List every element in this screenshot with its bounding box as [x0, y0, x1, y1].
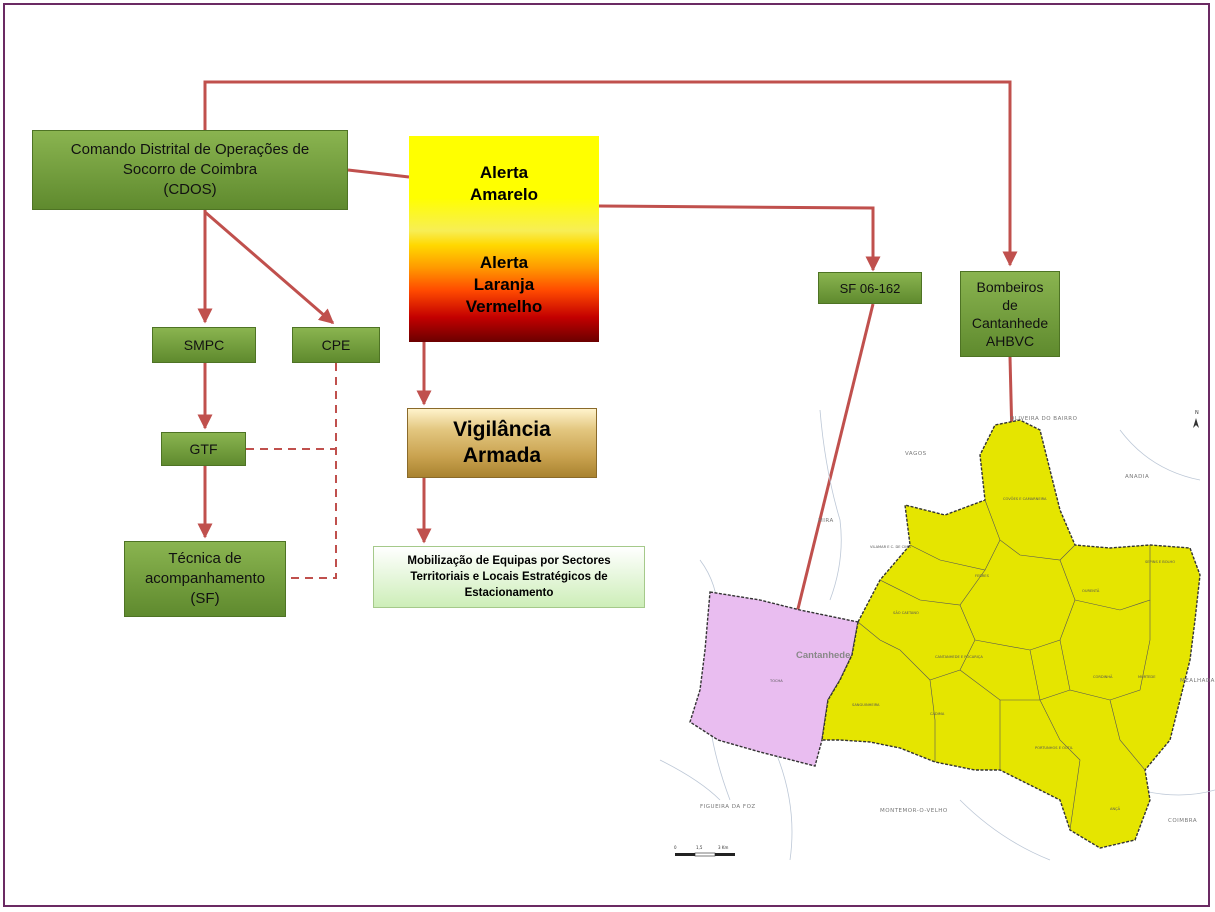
cdos-node: Comando Distrital de Operações de Socorr… [32, 130, 348, 210]
label-anadia: ANADIA [1125, 474, 1149, 480]
label-portunhos: PORTUNHOS E OUTIL [1035, 746, 1073, 750]
label-febres: FEBRES [975, 574, 990, 578]
label-cadima: CADIMA [930, 712, 945, 716]
parish-borders [857, 499, 1151, 831]
label-vagos: VAGOS [905, 451, 927, 457]
scale-tick-0: 0 [674, 845, 677, 850]
label-figueira-da-foz: FIGUEIRA DA FOZ [700, 804, 756, 810]
label-tocha: TOCHA [769, 679, 783, 683]
mobilizacao-node: Mobilização de Equipas por Sectores Terr… [373, 546, 645, 608]
label-oliveira-do-bairro: OLIVEIRA DO BAIRRO [1010, 416, 1078, 422]
scale-bar: 0 1,5 3 Km [674, 845, 735, 857]
north-arrow-icon [1193, 418, 1199, 428]
bombeiros-node: Bombeiros de Cantanhede AHBVC [960, 271, 1060, 357]
scale-tick-2: 3 Km [718, 845, 728, 850]
label-anca: ANÇÃ [1110, 806, 1121, 811]
tecnica-node: Técnica de acompanhamento (SF) [124, 541, 286, 617]
smpc-node: SMPC [152, 327, 256, 363]
label-ourenta: OURENTÃ [1082, 588, 1100, 593]
connector-cdos-alerta [347, 168, 410, 179]
scale-tick-1: 1,5 [696, 845, 703, 850]
label-covoes: COVÕES E CAMARNEIRA [1003, 496, 1047, 501]
connector-alerta-sf [598, 204, 881, 272]
sf-node: SF 06-162 [818, 272, 922, 304]
dashed-cpe-link [288, 363, 337, 579]
alert-panel: Alerta Amarelo Alerta Laranja Vermelho [409, 136, 599, 342]
connector-cdos-cpe [204, 210, 335, 325]
label-montemor-o-velho: MONTEMOR-O-VELHO [880, 808, 948, 814]
label-cordinha: CORDINHÃ [1093, 674, 1113, 679]
connector-cdos-bombeiros [203, 80, 1018, 267]
label-cantanhede-town: Cantanhede [796, 650, 850, 661]
alert-orange-red-label: Alerta Laranja Vermelho [465, 253, 543, 316]
page-frame [3, 3, 1210, 907]
north-label: N [1195, 410, 1199, 416]
municipality-map: OLIVEIRA DO BAIRRO VAGOS ANADIA MIRA MEA… [659, 409, 1215, 861]
label-sepins: SEPINS E BOLHO [1145, 560, 1175, 564]
gtf-node: GTF [161, 432, 246, 466]
label-sao-caetano: SÃO CAETANO [893, 610, 919, 615]
cpe-node: CPE [292, 327, 380, 363]
alert-yellow-label: Alerta Amarelo [469, 163, 539, 204]
label-murtede: MURTEDE [1138, 675, 1156, 679]
vigilancia-node: Vigilância Armada [407, 408, 597, 478]
label-vilamar: VILAMAR E C. DE CIMA [870, 545, 911, 549]
label-coimbra: COIMBRA [1168, 818, 1197, 824]
cantanhede-region [821, 419, 1201, 849]
label-mira: MIRA [818, 518, 834, 524]
label-mealhada: MEALHADA [1180, 678, 1215, 684]
label-sanguinheira: SANGUINHEIRA [852, 703, 880, 707]
label-cantanhede-pocarica: CANTANHEDE E POCARIÇA [935, 655, 983, 659]
